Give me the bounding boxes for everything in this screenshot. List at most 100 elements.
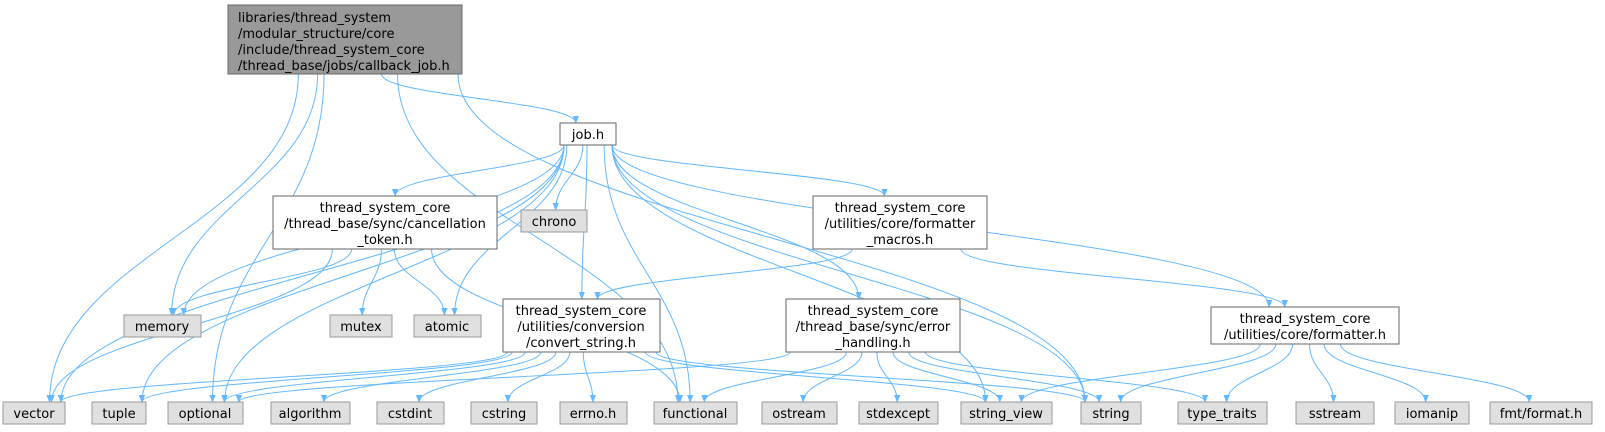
node-label-line: _handling.h xyxy=(834,336,910,351)
node-cancellation-token-h[interactable]: thread_system_core /thread_base/sync/can… xyxy=(272,195,498,250)
node-label-line: algorithm xyxy=(279,407,342,422)
node-type-traits[interactable]: type_traits xyxy=(1177,401,1268,425)
edge-root-to-functional xyxy=(397,73,682,403)
edge-errorh-to-ostream xyxy=(799,351,863,403)
node-label-line: _token.h xyxy=(356,233,412,248)
node-label-line: thread_system_core xyxy=(808,304,939,319)
edge-root-to-memory xyxy=(168,73,319,316)
edge-formatter-to-string_view xyxy=(1018,343,1261,403)
edge-job-to-string_view xyxy=(611,144,989,403)
node-label-line: errno.h xyxy=(570,407,617,422)
edge-convert-to-errno xyxy=(582,351,597,403)
node-string-view[interactable]: string_view xyxy=(960,401,1053,425)
edge-errorh-to-stdexcept xyxy=(876,351,901,403)
node-label-line: thread_system_core xyxy=(1240,312,1371,327)
node-label-line: /include/thread_system_core xyxy=(238,43,425,58)
edge-convert-to-cstdint xyxy=(415,351,557,403)
node-chrono[interactable]: chrono xyxy=(520,209,588,233)
node-cstring[interactable]: cstring xyxy=(470,401,538,425)
node-ostream[interactable]: ostream xyxy=(761,401,838,425)
node-label-line: tuple xyxy=(102,407,135,422)
edge-formatter-to-fmtformat xyxy=(1339,343,1533,403)
edge-job-to-chrono xyxy=(552,144,584,211)
node-label-line: /thread_base/sync/error xyxy=(796,320,951,335)
edge-job-to-atomic xyxy=(451,144,568,316)
node-label-line: fmt/format.h xyxy=(1500,407,1582,422)
edge-root-to-vector xyxy=(46,73,299,403)
edge-errorh-to-functional xyxy=(701,351,847,403)
node-label-line: stdexcept xyxy=(866,407,930,422)
node-label-line: libraries/thread_system xyxy=(238,11,391,26)
node-mutex[interactable]: mutex xyxy=(329,314,393,338)
node-optional[interactable]: optional xyxy=(167,401,244,425)
node-label-line: /thread_base/sync/cancellation xyxy=(284,217,486,232)
edge-convert-to-tuple xyxy=(138,351,513,403)
node-label-line: chrono xyxy=(532,215,577,230)
edge-errorh-to-string xyxy=(908,351,1103,403)
node-label-line: /utilities/core/formatter xyxy=(825,217,976,232)
node-error-handling-h[interactable]: thread_system_core /thread_base/sync/err… xyxy=(785,298,961,353)
node-label-line: ostream xyxy=(772,407,826,422)
edge-job-to-vector xyxy=(57,144,565,403)
node-convert-string-h[interactable]: thread_system_core /utilities/conversion… xyxy=(502,298,661,353)
node-vector[interactable]: vector xyxy=(2,401,66,425)
dependency-edges xyxy=(46,73,1533,403)
edge-convert-to-cstring xyxy=(504,351,571,403)
edge-root-to-optional xyxy=(209,73,325,403)
edge-job-to-fmtmacros xyxy=(611,144,888,197)
edge-job-to-tuple xyxy=(138,144,565,403)
edge-convert-to-optional xyxy=(221,351,526,403)
node-label-line: cstdint xyxy=(388,407,432,422)
edge-errorh-to-type_traits xyxy=(924,351,1209,403)
node-iomanip[interactable]: iomanip xyxy=(1394,401,1470,425)
node-string[interactable]: string xyxy=(1080,401,1142,425)
node-label-line: functional xyxy=(663,407,728,422)
edge-cancel-to-memory xyxy=(170,248,353,316)
node-stdexcept[interactable]: stdexcept xyxy=(858,401,939,425)
node-fmt-format-h[interactable]: fmt/format.h xyxy=(1489,401,1593,425)
node-job-h[interactable]: job.h xyxy=(559,122,617,146)
edge-formatter-to-string xyxy=(1117,343,1277,403)
node-label-line: thread_system_core xyxy=(320,201,451,216)
edge-errorh-to-string_view xyxy=(892,351,1003,403)
edge-convert-to-algorithm xyxy=(320,351,542,403)
node-label-line: job.h xyxy=(571,128,604,143)
edge-convert-to-vector xyxy=(57,351,508,403)
edge-fmtmacros-to-formatter xyxy=(960,248,1288,308)
node-label-line: string_view xyxy=(969,407,1043,422)
node-label-line: iomanip xyxy=(1406,407,1458,422)
node-atomic[interactable]: atomic xyxy=(413,314,482,338)
node-errno-h[interactable]: errno.h xyxy=(559,401,628,425)
node-cstdint[interactable]: cstdint xyxy=(376,401,445,425)
edge-cancel-to-atomic xyxy=(393,248,448,316)
node-memory[interactable]: memory xyxy=(123,314,202,338)
edge-job-to-optional xyxy=(221,144,565,403)
edge-convert-to-string_view xyxy=(644,351,989,403)
node-formatter-h[interactable]: thread_system_core /utilities/core/forma… xyxy=(1210,306,1400,345)
node-label-line: string xyxy=(1092,407,1129,422)
node-label-line: _macros.h xyxy=(866,233,933,248)
node-label-line: type_traits xyxy=(1187,407,1257,422)
edge-convert-to-string xyxy=(655,351,1089,403)
node-callback-job-h[interactable]: libraries/thread_system /modular_structu… xyxy=(227,4,463,75)
node-label-line: memory xyxy=(135,320,190,335)
node-label-line: /utilities/conversion xyxy=(517,320,644,335)
node-tuple[interactable]: tuple xyxy=(91,401,147,425)
node-functional[interactable]: functional xyxy=(653,401,738,425)
node-label-line: atomic xyxy=(425,320,469,335)
edge-errorh-to-optional xyxy=(235,351,791,403)
edge-cancel-to-mutex xyxy=(359,248,382,316)
node-label-line: optional xyxy=(179,407,232,422)
edge-formatter-to-type_traits xyxy=(1223,343,1294,403)
node-label-line: /utilities/core/formatter.h xyxy=(1224,328,1386,343)
node-formatter-macros-h[interactable]: thread_system_core /utilities/core/forma… xyxy=(812,195,988,250)
node-sstream[interactable]: sstream xyxy=(1295,401,1375,425)
node-label-line: /modular_structure/core xyxy=(238,27,394,42)
node-label-line: /thread_base/jobs/callback_job.h xyxy=(238,59,450,74)
edge-root-to-string xyxy=(457,73,1089,403)
node-label-line: vector xyxy=(13,407,55,422)
edge-formatter-to-sstream xyxy=(1309,343,1337,403)
edge-job-to-errorh xyxy=(611,144,862,300)
node-algorithm[interactable]: algorithm xyxy=(270,401,351,425)
